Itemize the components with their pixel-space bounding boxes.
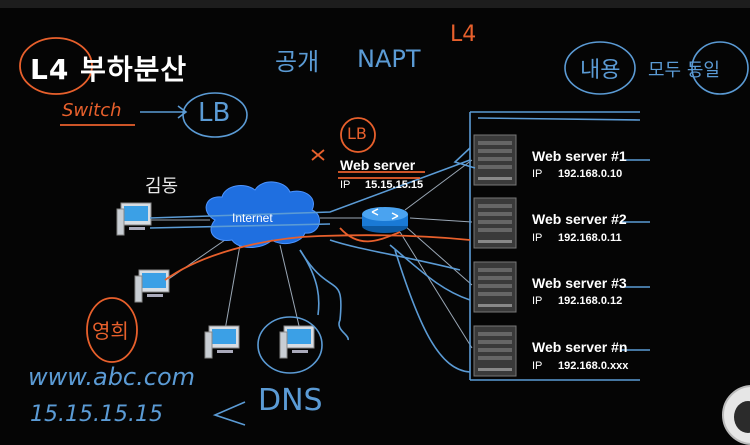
annotation-napt: NAPT [357,45,421,73]
annotation-korean-right2: 모두 동일 [648,60,720,81]
page-title: L4 부하분산 [30,53,188,86]
lb-server-ip-key: IP [340,179,351,191]
server-ip: 192.168.0.12 [558,295,623,307]
server-icon [473,325,517,377]
server-ip-key: IP [532,360,543,372]
annotation-lb-circle: LB [347,124,367,143]
pc-icon [134,269,170,303]
server-ip-key: IP [532,168,543,180]
lb-server-label: Web server [340,157,416,173]
server-ip: 192.168.0.xxx [558,360,629,372]
server-ip: 192.168.0.11 [558,232,622,244]
network-links [150,159,473,349]
server-label: Web server #1 [532,148,627,164]
server-ip-key: IP [532,232,543,244]
pc-icon [204,325,240,359]
server-icon [473,134,517,186]
server-icon [473,261,517,313]
annotation-korean-top: 공개 [275,48,320,76]
server-label: Web server #n [532,339,628,355]
annotation-l4: L4 [450,22,477,47]
annotation-korean-right1: 내용 [580,58,621,83]
pc-icon [116,202,152,236]
lb-server-ip: 15.15.15.15 [365,179,424,191]
annotation-dns: DNS [258,383,323,418]
annotation-korean-left: 영희 [92,319,129,343]
internet-label: Internet [232,211,273,225]
presenter-avatar [722,385,750,445]
pc-icon [279,325,315,359]
top-bar [0,0,750,8]
server-icon [473,197,517,249]
annotation-switch: Switch [62,100,122,121]
switch-router-icon [362,207,408,233]
server-label: Web server #3 [532,275,627,291]
annotation-korean-client: 김동 [145,176,179,197]
annotation-url: www.abc.com [28,363,196,391]
handwritten-orange-strokes [19,37,471,363]
server-ip-key: IP [532,295,543,307]
server-ip: 192.168.0.10 [558,168,623,180]
annotation-ip: 15.15.15.15 [30,402,163,427]
server-label: Web server #2 [532,211,627,227]
handwritten-blue-strokes [140,41,749,426]
annotation-lb: LB [198,98,231,128]
